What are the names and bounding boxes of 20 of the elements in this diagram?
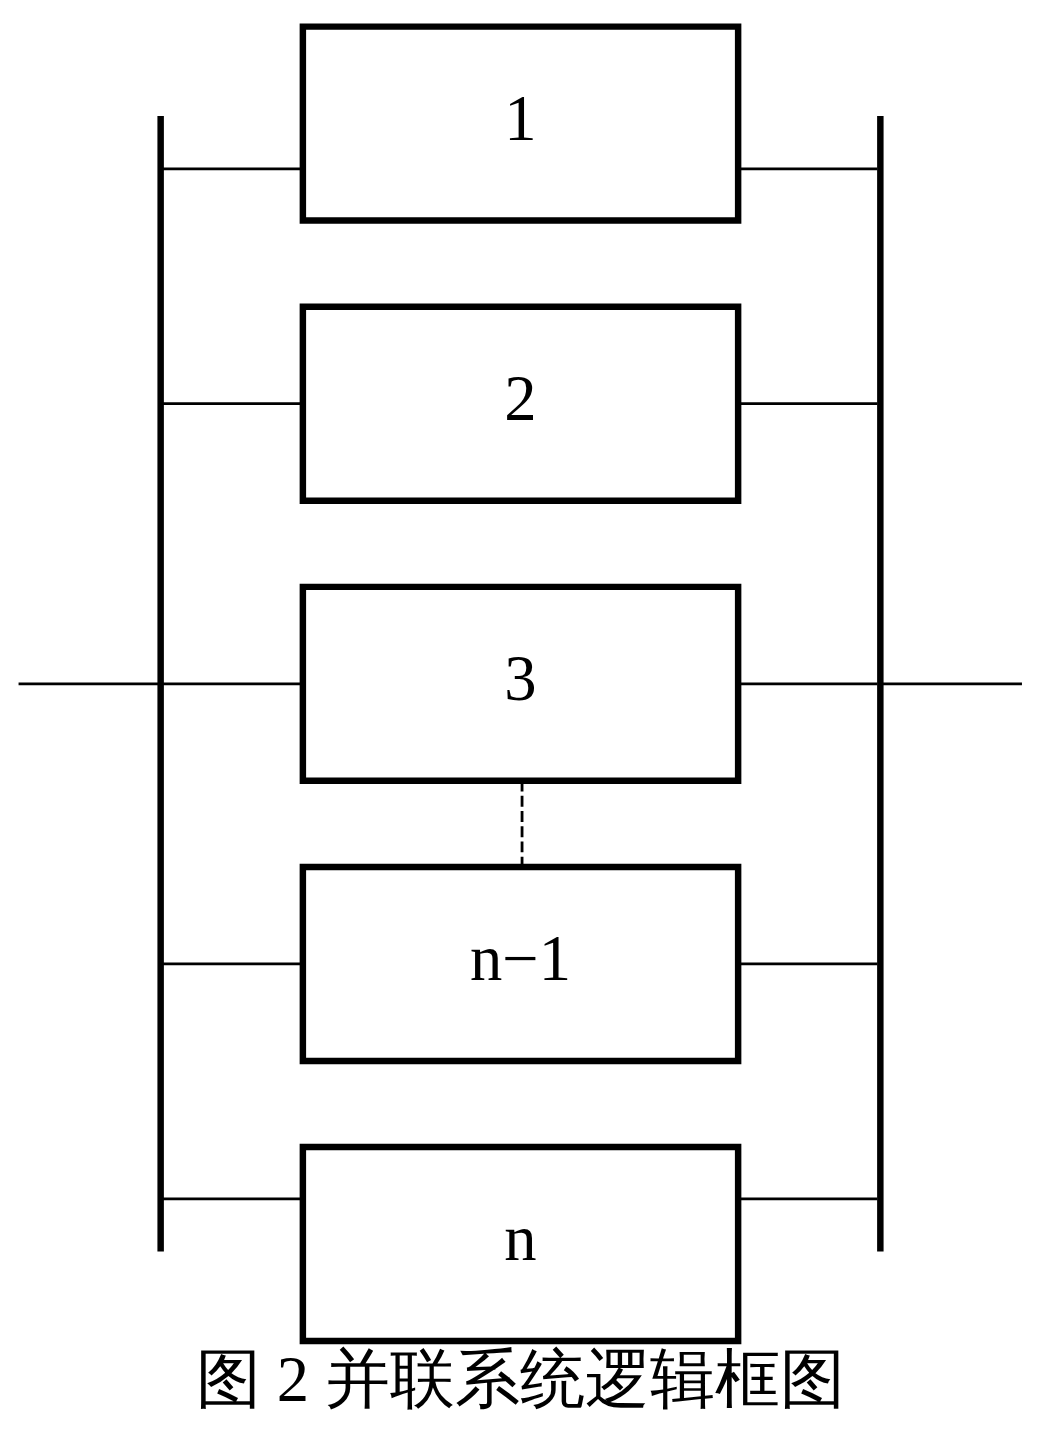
connector [162,166,303,170]
node-bar [157,115,164,1252]
node-box: 1 [299,22,742,224]
node-box: 2 [299,303,742,504]
node-box: n−1 [299,863,742,1064]
connector [162,681,303,685]
connector [739,1196,878,1200]
node-box: n [299,1143,742,1344]
connector [739,962,878,965]
node-box: 3 [299,583,742,784]
connector [162,401,303,405]
connector [18,681,159,685]
connector [882,681,1022,685]
connector [739,681,878,685]
connector [162,1196,303,1200]
connector [162,962,303,965]
node-bar [877,115,884,1252]
caption: 图 2 并联系统逻辑框图 [195,1342,846,1415]
connector [739,166,878,170]
connector [739,401,878,405]
